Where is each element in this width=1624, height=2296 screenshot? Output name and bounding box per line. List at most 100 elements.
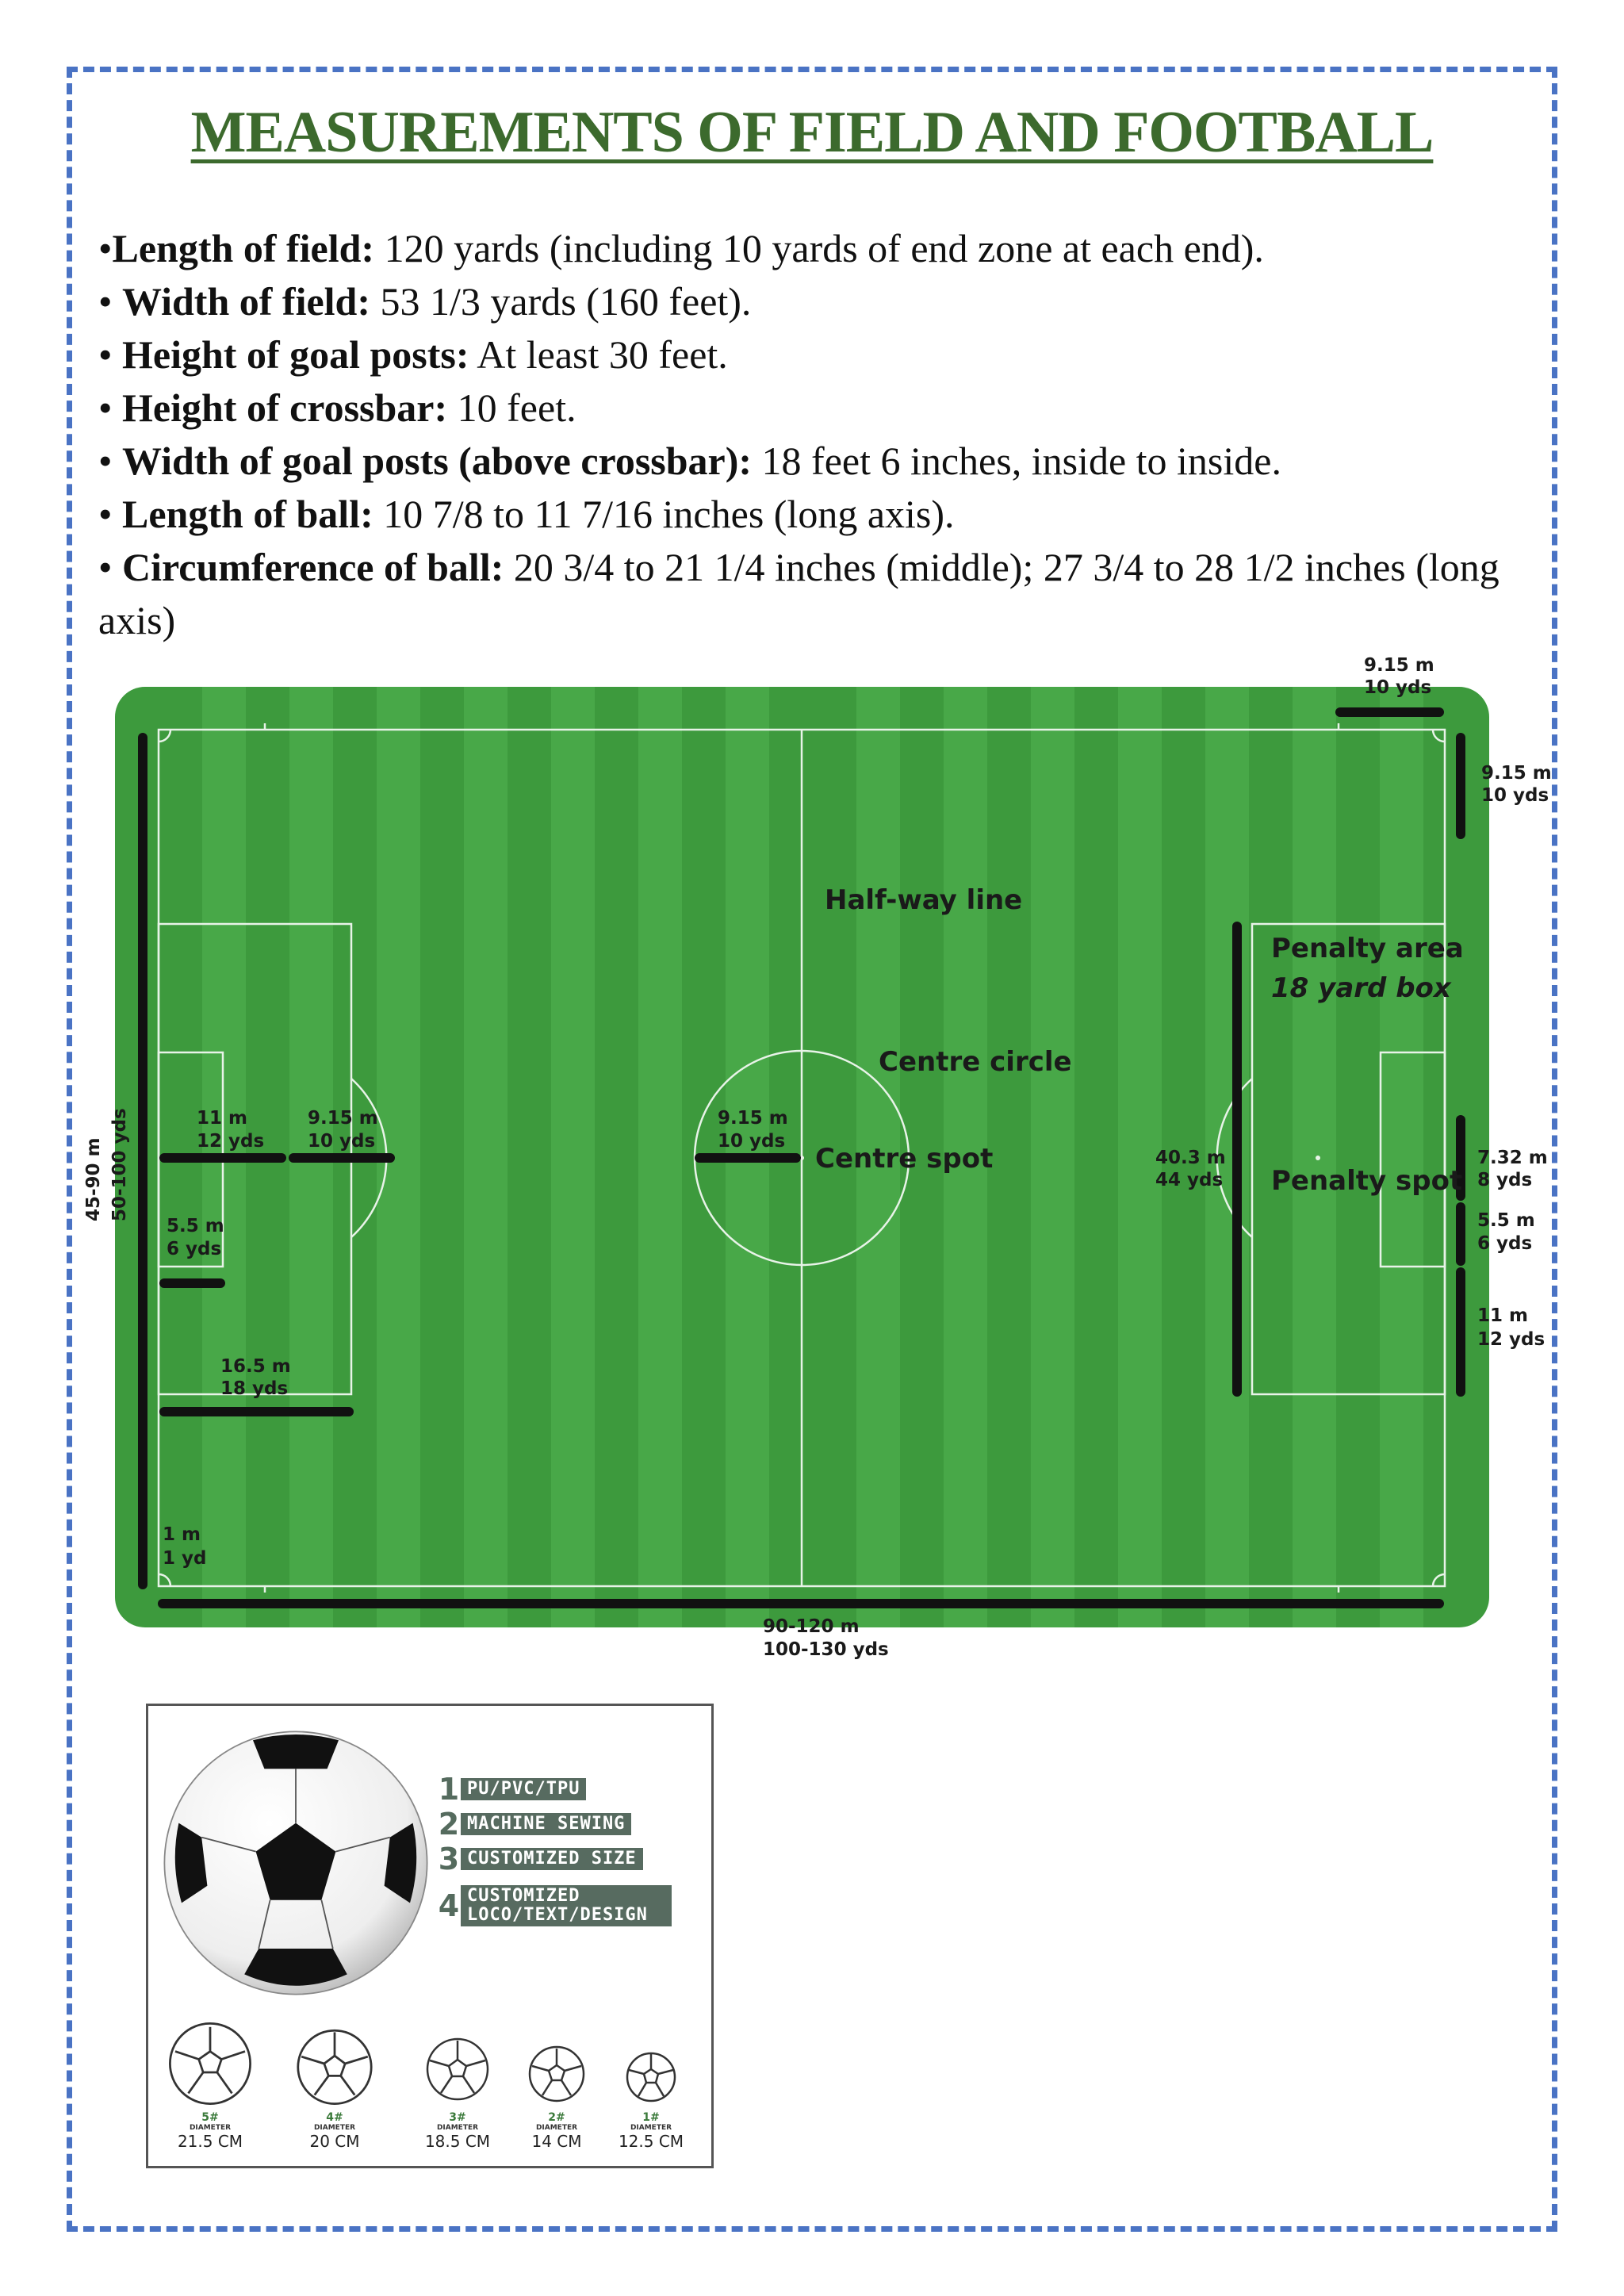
label-goal-m: 7.32 m	[1477, 1148, 1548, 1168]
label-goal-depth-m: 5.5 m	[1477, 1210, 1535, 1231]
label-goal-depth-yds: 6 yds	[1477, 1233, 1532, 1254]
corner-arc	[1431, 1573, 1446, 1587]
label-penalty-area: Penalty area	[1271, 933, 1464, 964]
size-cm: 20 CM	[309, 2132, 360, 2151]
feature-number: 3	[438, 1842, 460, 1876]
pitch-stripe	[551, 687, 595, 1627]
pitch-stripe	[464, 687, 508, 1627]
size-tag: 2#	[548, 2111, 565, 2124]
fact-label: Width of goal posts (above crossbar):	[122, 439, 753, 483]
bullet: •	[98, 332, 123, 377]
page-border	[67, 67, 1557, 2232]
feature-label: CUSTOMIZED SIZE	[461, 1848, 643, 1870]
ball-outline-icon	[169, 2022, 251, 2105]
fact-item: • Height of goal posts: At least 30 feet…	[98, 328, 1549, 381]
label-side-m: 45-90 m	[83, 1137, 104, 1221]
fact-label: Height of goal posts:	[122, 332, 469, 377]
bullet: •	[98, 492, 123, 536]
size-tag: 1#	[642, 2111, 660, 2124]
label-corner-yds: 10 yds	[1364, 677, 1431, 698]
penalty-spot	[1316, 1156, 1320, 1160]
label-length-m: 90-120 m	[763, 1616, 860, 1637]
label-pen-area-yds: 18 yds	[220, 1378, 288, 1399]
corner-arc	[158, 1573, 172, 1587]
size-cm: 12.5 CM	[618, 2132, 684, 2151]
fact-item: •Length of field: 120 yards (including 1…	[98, 222, 1549, 275]
size-tag: 4#	[326, 2111, 343, 2124]
diameter-label: DIAMETER	[436, 2124, 479, 2132]
fact-text: 53 1/3 yards (160 feet).	[370, 279, 752, 324]
size-item: 4# DIAMETER 20 CM	[291, 2020, 378, 2151]
corner-arc	[1431, 729, 1446, 743]
fact-text: 120 yards (including 10 yards of end zon…	[374, 226, 1264, 270]
size-tag: 5#	[201, 2111, 219, 2124]
pitch-stripe	[1031, 687, 1074, 1627]
feature-number: 4	[438, 1888, 460, 1923]
fact-label: Circumference of ball:	[122, 545, 504, 589]
fact-label: Length of field:	[112, 226, 375, 270]
ball-panel	[384, 1823, 417, 1903]
label-spot-dist-yds: 12 yds	[1477, 1329, 1545, 1350]
label-length-yds: 100-130 yds	[763, 1639, 889, 1660]
corner-arc	[158, 729, 172, 743]
diameter-label: DIAMETER	[535, 2124, 578, 2132]
fact-item: • Length of ball: 10 7/8 to 11 7/16 inch…	[98, 488, 1549, 541]
fact-label: Length of ball:	[122, 492, 373, 536]
fact-label: Height of crossbar:	[122, 385, 448, 430]
label-spot-dist-m: 11 m	[1477, 1305, 1528, 1326]
label-side-yds: 50-100 yds	[109, 1108, 130, 1221]
feature-label: PU/PVC/TPU	[461, 1778, 587, 1800]
right-goal-area	[1379, 1051, 1446, 1268]
size-item: 5# DIAMETER 21.5 CM	[163, 2020, 258, 2151]
bullet: •	[98, 439, 123, 483]
facts-list: • Length of field: 120 yards (including 1…	[98, 222, 1549, 647]
label-halfway-line: Half-way line	[825, 884, 1022, 916]
label-corner-arc-yds: 1 yd	[163, 1548, 206, 1569]
label-goal-yds: 8 yds	[1477, 1170, 1532, 1190]
feature-label: CUSTOMIZED LOCO/TEXT/DESIGN	[461, 1885, 672, 1926]
label-goal-area-yds: 6 yds	[167, 1239, 221, 1259]
label-pen-width-m: 40.3 m	[1155, 1148, 1226, 1168]
pitch-stripe	[1293, 687, 1336, 1627]
size-item: 2# DIAMETER 14 CM	[521, 2020, 592, 2151]
fact-text: 10 feet.	[447, 385, 576, 430]
label-yard-box: 18 yard box	[1271, 972, 1452, 1004]
pitch-stripe	[944, 687, 987, 1627]
ball-seams	[201, 1769, 391, 1949]
fact-text: 18 feet 6 inches, inside to inside.	[752, 439, 1281, 483]
fact-text: At least 30 feet.	[469, 332, 728, 377]
label-centre-spot: Centre spot	[815, 1143, 993, 1175]
label-penalty-spot: Penalty spot	[1271, 1165, 1462, 1197]
size-cm: 14 CM	[531, 2132, 582, 2151]
fact-item: • Circumference of ball: 20 3/4 to 21 1/…	[98, 541, 1549, 647]
bullet: •	[98, 545, 123, 589]
label-arc-yds: 10 yds	[308, 1131, 375, 1152]
label-centre-circle: Centre circle	[879, 1046, 1072, 1078]
fact-label: Width of field:	[122, 279, 371, 324]
ball-panel	[253, 1734, 339, 1769]
size-item: 1# DIAMETER 12.5 CM	[611, 2020, 691, 2151]
fact-item: • Width of field: 53 1/3 yards (160 feet…	[98, 275, 1549, 328]
pitch-stripe	[1118, 687, 1162, 1627]
diameter-label: DIAMETER	[313, 2124, 356, 2132]
label-pen-width-yds: 44 yds	[1155, 1170, 1223, 1190]
label-corner-arc-m: 1 m	[163, 1524, 201, 1545]
ball-panel	[244, 1949, 347, 1986]
fact-item: • Height of crossbar: 10 feet.	[98, 381, 1549, 435]
size-tag: 3#	[449, 2111, 466, 2124]
fact-text: 20 3/4 to 21 1/4 inches (middle); 27 3/4…	[98, 545, 1500, 642]
soccer-ball-icon	[163, 1731, 428, 1995]
diameter-label: DIAMETER	[630, 2124, 672, 2132]
label-corner-side-m: 9.15 m	[1481, 763, 1552, 784]
label-goal-area-m: 5.5 m	[167, 1216, 224, 1236]
pitch-diagram: Half-way line Penalty area 18 yard box C…	[83, 655, 1552, 1660]
pitch-stripe	[1380, 687, 1423, 1627]
pitch-stripe	[856, 687, 900, 1627]
size-item: 3# DIAMETER 18.5 CM	[418, 2020, 497, 2151]
label-pen-spot-yds: 12 yds	[197, 1131, 264, 1152]
label-pen-spot-m: 11 m	[197, 1108, 247, 1129]
label-circle-m: 9.15 m	[718, 1108, 788, 1129]
pitch-stripe	[638, 687, 682, 1627]
